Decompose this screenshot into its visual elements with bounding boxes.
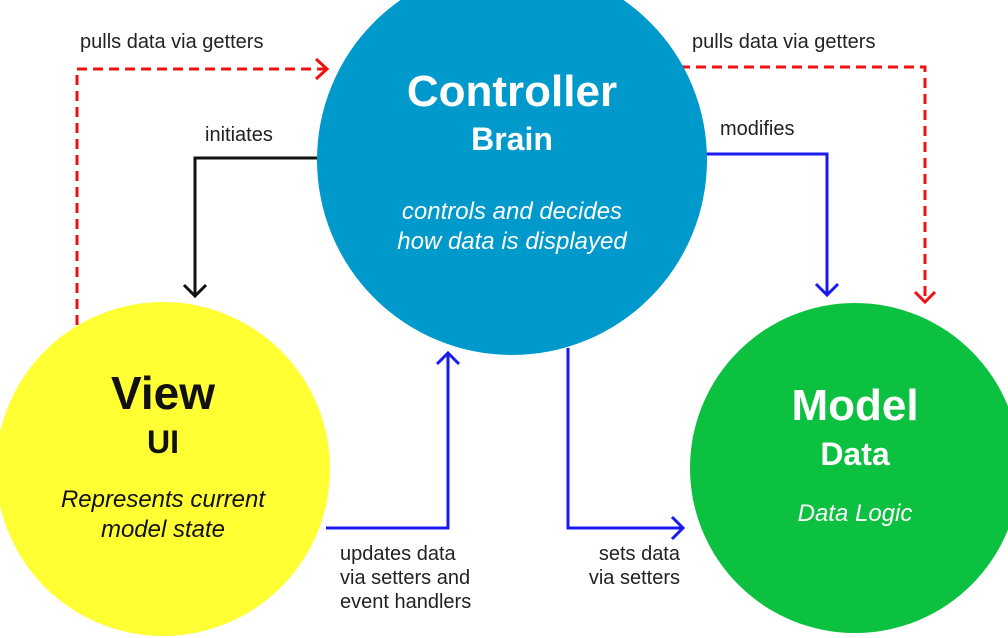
view-description-line: Represents current <box>60 486 266 513</box>
model-subtitle: Data <box>820 436 890 472</box>
arrowhead-down-icon <box>814 282 840 298</box>
edge-label-line: event handlers <box>340 591 472 613</box>
controller-description-line: how data is displayed <box>397 228 627 255</box>
arrow-controller-pulls-model <box>680 65 927 300</box>
edge-label-view-pulls-controller: pulls data via getters <box>80 31 264 53</box>
arrow-view-updates-controller <box>326 354 450 530</box>
arrowhead-right-icon <box>670 515 686 541</box>
arrow-view-pulls-controller <box>75 67 326 325</box>
arrow-controller-sets-model <box>566 348 682 530</box>
view-node: View UI Represents current model state <box>0 302 330 636</box>
arrowhead-down-icon <box>913 290 937 305</box>
edge-label-controller-pulls-model: pulls data via getters <box>692 31 876 53</box>
arrowhead-up-icon <box>435 350 461 366</box>
edge-label-initiates: initiates <box>205 124 273 146</box>
view-description-line: model state <box>100 516 226 543</box>
edge-label-modifies: modifies <box>720 118 795 140</box>
edge-label-line: via setters <box>588 567 680 589</box>
arrow-controller-initiates-view <box>193 156 318 295</box>
edge-label-line: sets data <box>598 543 680 565</box>
model-description: Data Logic <box>690 499 1008 529</box>
controller-node: Controller Brain controls and decides ho… <box>317 0 707 355</box>
arrowhead-down-icon <box>182 283 208 299</box>
view-description: Represents current model state <box>0 485 330 545</box>
model-description-line: Data Logic <box>797 500 913 527</box>
edge-label-line: via setters and <box>340 567 471 589</box>
edge-label-sets-data: sets data via setters <box>558 542 680 590</box>
model-title: Model <box>791 381 919 430</box>
controller-title: Controller <box>406 67 618 116</box>
edge-label-updates-data: updates data via setters and event handl… <box>340 542 471 614</box>
view-subtitle: UI <box>147 424 179 460</box>
controller-description: controls and decides how data is display… <box>317 197 707 257</box>
view-title: View <box>111 367 215 419</box>
controller-description-line: controls and decides <box>401 198 623 225</box>
arrow-controller-modifies-model <box>706 152 829 294</box>
arrowhead-right-icon <box>314 57 330 81</box>
edge-label-line: updates data <box>340 543 456 565</box>
controller-subtitle: Brain <box>471 121 553 157</box>
model-node: Model Data Data Logic <box>690 303 1008 633</box>
